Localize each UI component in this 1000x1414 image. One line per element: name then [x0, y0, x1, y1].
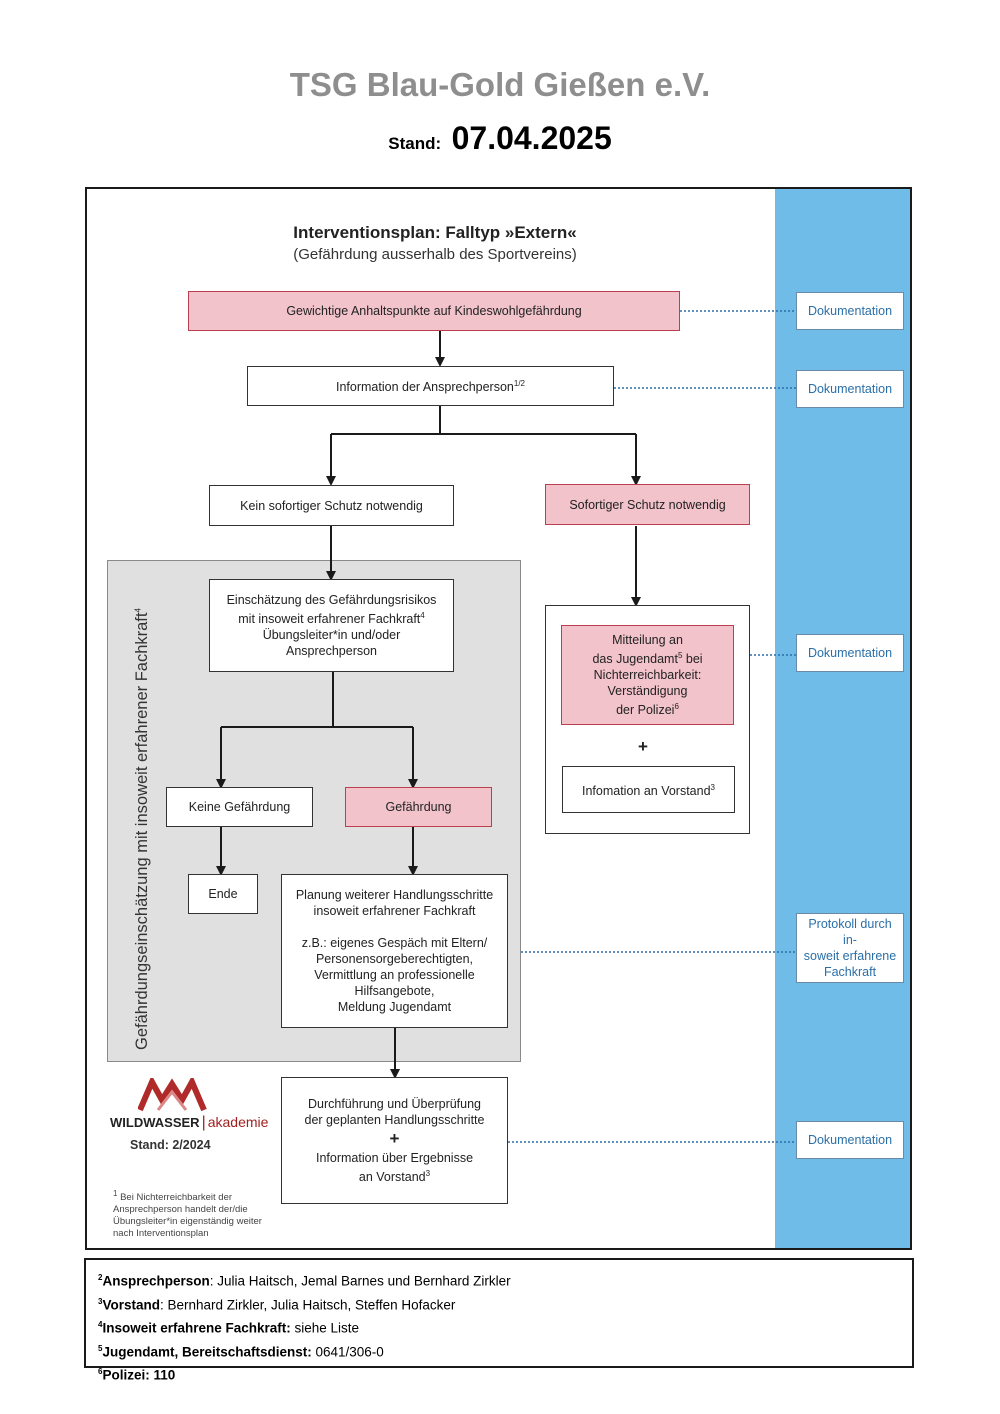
- durchfuehrung-line-4-sup: 3: [425, 1168, 431, 1178]
- legend-vorstand-label: Vorstand: [102, 1297, 160, 1312]
- legend-ansprechperson: 2Ansprechperson: Julia Haitsch, Jemal Ba…: [98, 1268, 900, 1292]
- node-ende: Ende: [188, 874, 258, 914]
- node-kein-schutz: Kein sofortiger Schutz notwendig: [209, 485, 454, 526]
- plus-sign-2: +: [389, 1128, 400, 1148]
- planung-line-6: Hilfsangebote,: [354, 984, 435, 998]
- logo-stand: Stand: 2/2024: [130, 1138, 211, 1152]
- planung-line-3: z.B.: eigenes Gespäch mit Eltern/: [301, 936, 488, 950]
- legend-jugendamt: 5Jugendamt, Bereitschaftsdienst: 0641/30…: [98, 1339, 900, 1363]
- node-information-sup: 1/2: [513, 379, 525, 389]
- legend-polizei-sup: 6: [98, 1367, 103, 1376]
- footnote-1: 1 Bei Nichterreichbarkeit der Ansprechpe…: [113, 1188, 278, 1240]
- durchfuehrung-line-4: an Vorstand3: [359, 1166, 430, 1185]
- planung-line-5: Vermittlung an professionelle: [314, 968, 475, 982]
- organization-title: TSG Blau-Gold Gießen e.V.: [289, 66, 711, 103]
- wildwasser-wordmark: WILDWASSER|akademie: [110, 1114, 268, 1132]
- mitteilung-line-1: Mitteilung an: [612, 632, 683, 647]
- doc-box-1: Dokumentation: [796, 292, 904, 330]
- legend-jugendamt-value: 0641/306-0: [311, 1344, 384, 1359]
- legend-ansprechperson-sep: :: [209, 1273, 214, 1289]
- mitteilung-line-5-text: der Polizei: [616, 703, 675, 718]
- legend-ansprechperson-value: Julia Haitsch, Jemal Barnes und Bernhard…: [213, 1273, 511, 1289]
- protokoll-box: Protokoll durch in- soweit erfahrene Fac…: [796, 913, 904, 983]
- legend-jugendamt-sup: 5: [98, 1343, 103, 1353]
- node-information-ansprechperson: Information der Ansprechperson1/2: [247, 366, 614, 406]
- node-keine-gefaehrdung: Keine Gefährdung: [166, 787, 313, 827]
- legend-polizei-label: Polizei: 110: [102, 1367, 176, 1383]
- mitteilung-line-5: der Polizei6: [616, 699, 679, 718]
- legend-ansprechperson-label: Ansprechperson: [102, 1273, 210, 1289]
- node-mitteilung-jugendamt: Mitteilung an das Jugendamt5 bei Nichter…: [561, 625, 734, 725]
- mitteilung-line-2: das Jugendamt5 bei: [592, 648, 702, 667]
- legend-vorstand-value: Bernhard Zirkler, Julia Haitsch, Steffen…: [163, 1297, 456, 1312]
- legend-polizei: 6Polizei: 110: [98, 1362, 900, 1386]
- plan-subtitle: (Gefährdung ausserhalb des Sportvereins): [293, 246, 577, 263]
- node-sofortiger-schutz: Sofortiger Schutz notwendig: [545, 484, 750, 525]
- mitteilung-line-2-sup: 5: [677, 650, 683, 660]
- documentation-column: [775, 189, 910, 1248]
- footnote-1-text: Bei Nichterreichbarkeit der Ansprechpers…: [113, 1192, 262, 1240]
- planung-line-4: Personensorgeberechtigten,: [315, 952, 474, 966]
- legend-jugendamt-label: Jugendamt, Bereitschaftsdienst:: [102, 1344, 312, 1359]
- footnote-1-sup: 1: [113, 1189, 118, 1198]
- legend-fachkraft: 4Insoweit erfahrene Fachkraft: siehe Lis…: [98, 1315, 900, 1339]
- legend-vorstand-sep: :: [159, 1297, 164, 1312]
- wildwasser-akademie: akademie: [207, 1114, 269, 1130]
- legend-fachkraft-value: siehe Liste: [290, 1320, 360, 1336]
- durchfuehrung-line-4-text: an Vorstand: [358, 1170, 426, 1185]
- doc-box-3: Dokumentation: [796, 634, 904, 672]
- protokoll-line-3: Fachkraft: [823, 965, 877, 979]
- legend-vorstand: 3Vorstand: Bernhard Zirkler, Julia Haits…: [98, 1292, 900, 1316]
- einschaetzung-line-1: Einschätzung des Gefährdungsrisikos: [226, 592, 437, 607]
- plan-title: Interventionsplan: Falltyp »Extern«: [293, 223, 577, 242]
- legend-vorstand-sup: 3: [98, 1296, 103, 1306]
- node-durchfuehrung: Durchführung und Überprüfung der geplant…: [281, 1077, 508, 1204]
- stand-date: 07.04.2025: [451, 120, 612, 156]
- mitteilung-line-2b: bei: [682, 652, 703, 666]
- logo-divider: |: [201, 1114, 206, 1131]
- mitteilung-line-5-sup: 6: [674, 702, 679, 711]
- plus-sign-1: +: [638, 737, 648, 756]
- node-einschaetzung: Einschätzung des Gefährdungsrisikos mit …: [209, 579, 454, 672]
- einschaetzung-line-2-sup: 4: [420, 610, 425, 620]
- mitteilung-line-2a: das Jugendamt: [592, 652, 678, 666]
- planung-line-1: Planung weiterer Handlungsschritte: [295, 888, 494, 902]
- stand-row: Stand: 07.04.2025: [0, 120, 1000, 157]
- durchfuehrung-line-2: der geplanten Handlungsschritte: [304, 1112, 485, 1127]
- legend-ansprechperson-sup: 2: [98, 1273, 103, 1282]
- planung-line-7: Meldung Jugendamt: [337, 1000, 452, 1014]
- einschaetzung-line-2: mit insoweit erfahrener Fachkraft4: [238, 608, 424, 627]
- einschaetzung-line-2-text: mit insoweit erfahrener Fachkraft: [238, 612, 421, 627]
- protokoll-line-1: Protokoll durch in-: [808, 917, 892, 947]
- node-information-text: Information der Ansprechperson: [335, 380, 514, 395]
- mitteilung-line-4: Verständigung: [607, 684, 688, 698]
- wildwasser-brand: WILDWASSER: [110, 1115, 200, 1130]
- durchfuehrung-line-1: Durchführung und Überprüfung: [307, 1096, 482, 1111]
- contacts-legend: 2Ansprechperson: Julia Haitsch, Jemal Ba…: [84, 1258, 914, 1383]
- node-information-vorstand: Infomation an Vorstand3: [562, 766, 735, 813]
- vorstand-info-sup: 3: [710, 782, 715, 792]
- node-gefaehrdung: Gefährdung: [345, 787, 492, 827]
- vorstand-info-text: Infomation an Vorstand: [581, 784, 711, 799]
- planung-line-2: insoweit erfahrener Fachkraft: [313, 904, 476, 918]
- stand-label: Stand:: [388, 134, 442, 153]
- node-planung: Planung weiterer Handlungsschritte insow…: [281, 874, 508, 1028]
- doc-box-4: Dokumentation: [796, 1121, 904, 1159]
- legend-fachkraft-sup: 4: [98, 1320, 103, 1329]
- legend-fachkraft-label: Insoweit erfahrene Fachkraft:: [102, 1320, 291, 1336]
- node-anhaltspunkte: Gewichtige Anhaltspunkte auf Kindeswohlg…: [188, 291, 680, 331]
- wildwasser-logo-mark: [138, 1078, 207, 1112]
- mitteilung-line-3: Nichterreichbarkeit:: [593, 668, 702, 682]
- einschaetzung-line-4: Ansprechperson: [285, 644, 378, 659]
- protokoll-line-2: soweit erfahrene: [803, 949, 897, 963]
- durchfuehrung-line-3: Information über Ergebnisse: [315, 1150, 474, 1165]
- wildwasser-logo: WILDWASSER|akademie Stand: 2/2024: [110, 1078, 268, 1152]
- einschaetzung-line-3: Übungsleiter*in und/oder: [262, 628, 401, 643]
- doc-box-2: Dokumentation: [796, 370, 904, 408]
- diagram-frame: [85, 187, 912, 1250]
